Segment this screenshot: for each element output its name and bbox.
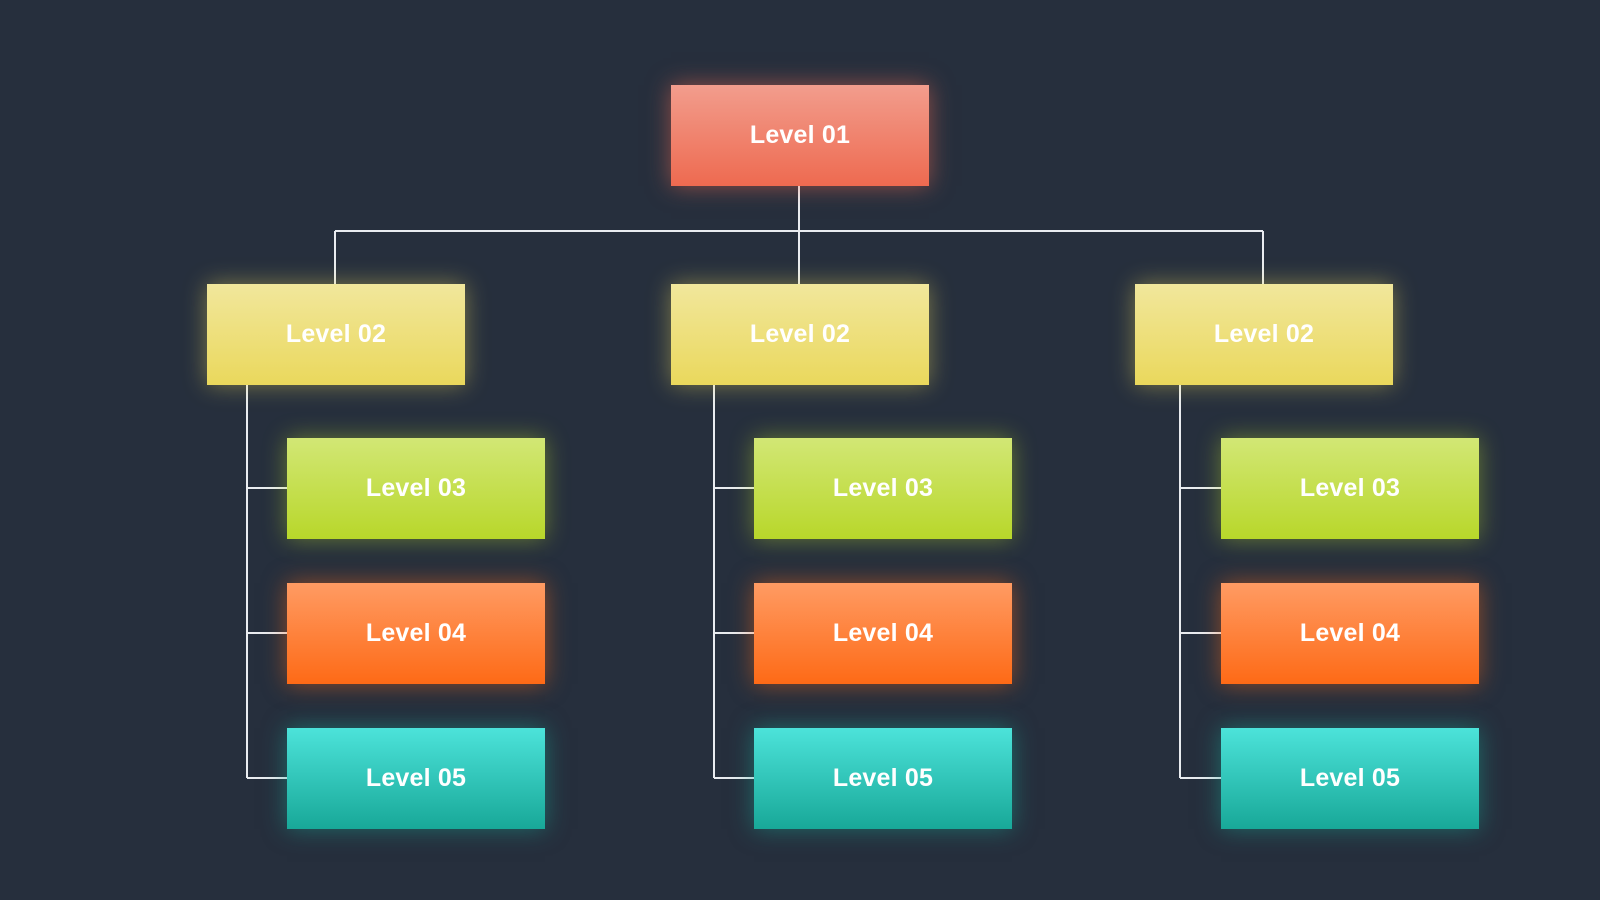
node-label: Level 04 [832, 619, 934, 647]
node-level-05-branch-1: Level 05 [287, 728, 545, 829]
node-level-02-branch-3: Level 02 [1135, 284, 1393, 385]
node-label: Level 05 [365, 764, 467, 792]
node-level-05-branch-3: Level 05 [1221, 728, 1479, 829]
node-label: Level 02 [749, 320, 851, 348]
node-level-05-branch-2: Level 05 [754, 728, 1012, 829]
node-level-02-branch-2: Level 02 [671, 284, 929, 385]
node-level-03-branch-3: Level 03 [1221, 438, 1479, 539]
node-level-04-branch-2: Level 04 [754, 583, 1012, 684]
node-label: Level 03 [832, 474, 934, 502]
node-label: Level 04 [1299, 619, 1401, 647]
node-level-02-branch-1: Level 02 [207, 284, 465, 385]
node-label: Level 05 [1299, 764, 1401, 792]
node-level-03-branch-1: Level 03 [287, 438, 545, 539]
node-label: Level 02 [1213, 320, 1315, 348]
node-label: Level 04 [365, 619, 467, 647]
node-label: Level 03 [1299, 474, 1401, 502]
node-label: Level 05 [832, 764, 934, 792]
node-level-01: Level 01 [671, 85, 929, 186]
node-label: Level 03 [365, 474, 467, 502]
node-label: Level 02 [285, 320, 387, 348]
node-level-03-branch-2: Level 03 [754, 438, 1012, 539]
node-level-04-branch-3: Level 04 [1221, 583, 1479, 684]
node-label: Level 01 [749, 121, 851, 149]
node-level-04-branch-1: Level 04 [287, 583, 545, 684]
